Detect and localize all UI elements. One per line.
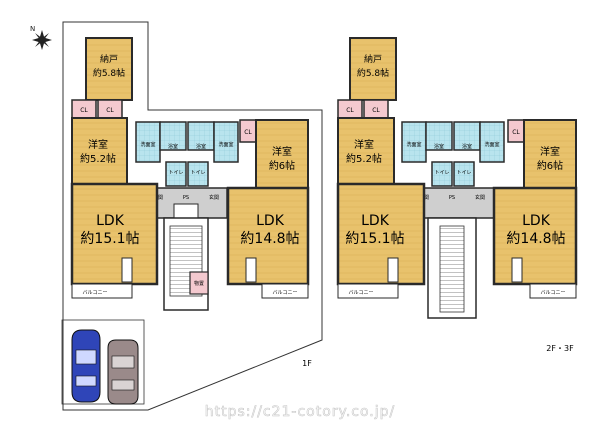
shed-label: 物置 <box>194 280 204 287</box>
east-ldk <box>226 186 310 286</box>
bath-west <box>159 121 187 151</box>
east-ldk-name: LDK <box>256 213 285 229</box>
west-bedroom-size: 約5.2帖 <box>346 152 382 165</box>
storage-room <box>349 37 397 101</box>
east-bedroom-name: 洋室 <box>540 145 560 158</box>
compass-icon: N <box>30 25 52 50</box>
washroom-label: 洗面室 <box>406 141 421 148</box>
washroom-west <box>401 121 427 163</box>
toilet-west <box>165 161 187 187</box>
west-balcony <box>337 283 399 299</box>
west-ldk-size: 約15.1帖 <box>80 231 139 247</box>
compass-north-label: N <box>30 25 35 33</box>
west-ldk-name: LDK <box>361 213 390 229</box>
west-balcony-label: バルコニー <box>349 290 374 296</box>
east-bedroom <box>523 119 577 189</box>
parking-space <box>61 319 145 405</box>
west-balcony <box>71 283 133 299</box>
toilet-west <box>431 161 453 187</box>
east-ldk-size: 約14.8帖 <box>240 231 299 247</box>
stairs <box>439 225 465 313</box>
west-ldk-size: 約15.1帖 <box>345 231 404 247</box>
storage-size: 約5.8帖 <box>93 67 125 79</box>
plan-1f: 納戸 約5.8帖 CL CL CL 洋室 約5.2帖 洋室 約6帖 洗面室 浴室… <box>62 21 323 411</box>
bath-label: 浴室 <box>434 143 444 150</box>
east-balcony <box>529 283 577 299</box>
entrance-label-east: 玄関 <box>209 194 219 201</box>
bath-west <box>425 121 453 151</box>
storage-name: 納戸 <box>100 53 118 65</box>
storage-room <box>85 37 133 101</box>
east-bedroom-size: 約6帖 <box>269 159 295 172</box>
east-balcony-label: バルコニー <box>273 290 298 296</box>
east-balcony-label: バルコニー <box>541 290 566 296</box>
car-icon <box>107 339 139 405</box>
closet-label: CL <box>346 107 354 114</box>
washroom-east <box>213 121 239 163</box>
east-balcony <box>261 283 309 299</box>
closet-label: CL <box>80 107 88 114</box>
east-bedroom-name: 洋室 <box>272 145 292 158</box>
parking-area <box>61 319 145 405</box>
closet-label: CL <box>106 107 114 114</box>
west-bedroom-name: 洋室 <box>88 138 108 151</box>
west-bedroom <box>337 117 395 185</box>
kitchen-counter <box>387 257 399 283</box>
toilet-label: トイレ <box>456 170 471 176</box>
west-balcony-label: バルコニー <box>83 290 108 296</box>
toilet-label: トイレ <box>168 170 183 176</box>
floor-label-1f: 1F <box>302 359 312 368</box>
east-bedroom <box>255 119 309 189</box>
east-ldk-size: 約14.8帖 <box>506 231 565 247</box>
east-bedroom-size: 約6帖 <box>537 159 563 172</box>
closet-label: CL <box>512 129 520 136</box>
bath-east <box>187 121 215 151</box>
west-bedroom-size: 約5.2帖 <box>80 152 116 165</box>
pipe-space-label: PS <box>449 195 455 201</box>
storage-size: 約5.8帖 <box>357 67 389 79</box>
west-ldk-name: LDK <box>96 213 125 229</box>
car-icon <box>71 329 101 403</box>
washroom-label: 洗面室 <box>140 141 155 148</box>
plan-2f3f: 納戸 約5.8帖 CL CL CL 洋室 約5.2帖 洋室 約6帖 洗面室 浴室… <box>336 37 578 353</box>
toilet-east <box>453 161 475 187</box>
kitchen-counter <box>121 257 133 283</box>
toilet-label: トイレ <box>190 170 205 176</box>
closet-label: CL <box>372 107 380 114</box>
west-bedroom-name: 洋室 <box>354 138 374 151</box>
washroom-west <box>135 121 161 163</box>
floor-label-2f3f: 2F・3F <box>546 344 574 353</box>
bath-label: 浴室 <box>462 143 472 150</box>
watermark: https://c21-cotory.co.jp/ <box>205 404 396 420</box>
entrance-door <box>173 203 199 219</box>
east-ldk-name: LDK <box>522 213 551 229</box>
kitchen-counter <box>511 257 523 283</box>
closet-label: CL <box>244 129 252 136</box>
pipe-space-label: PS <box>183 195 189 201</box>
toilet-east <box>187 161 209 187</box>
west-ldk <box>336 182 426 286</box>
toilet-label: トイレ <box>434 170 449 176</box>
bath-label: 浴室 <box>168 143 178 150</box>
shed <box>189 271 209 295</box>
entrance-label-east: 玄関 <box>475 194 485 201</box>
washroom-east <box>479 121 505 163</box>
site-boundary <box>62 21 323 411</box>
bath-label: 浴室 <box>196 143 206 150</box>
washroom-label: 洗面室 <box>218 141 233 148</box>
kitchen-counter <box>245 257 257 283</box>
storage-name: 納戸 <box>364 53 382 65</box>
west-bedroom <box>71 117 128 185</box>
washroom-label: 洗面室 <box>484 141 499 148</box>
